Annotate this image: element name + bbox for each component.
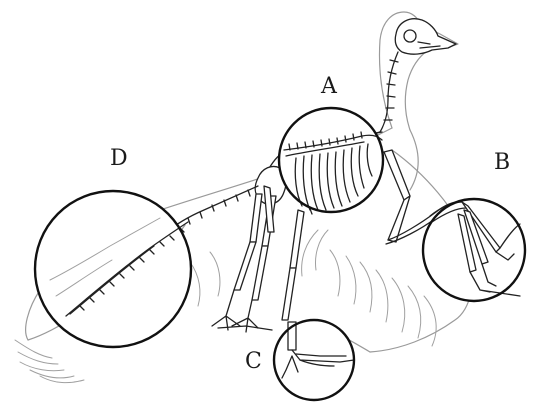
label-c: C (245, 351, 262, 373)
left-leg (212, 194, 262, 330)
magnifier-d (35, 191, 191, 347)
magnifier-a (279, 108, 383, 212)
label-a: A (321, 76, 337, 98)
label-d: D (110, 148, 128, 170)
label-b: B (494, 152, 510, 174)
magnifier-c (274, 320, 354, 400)
leg-to-foot-c (282, 210, 304, 320)
magnifier-b (423, 199, 525, 301)
